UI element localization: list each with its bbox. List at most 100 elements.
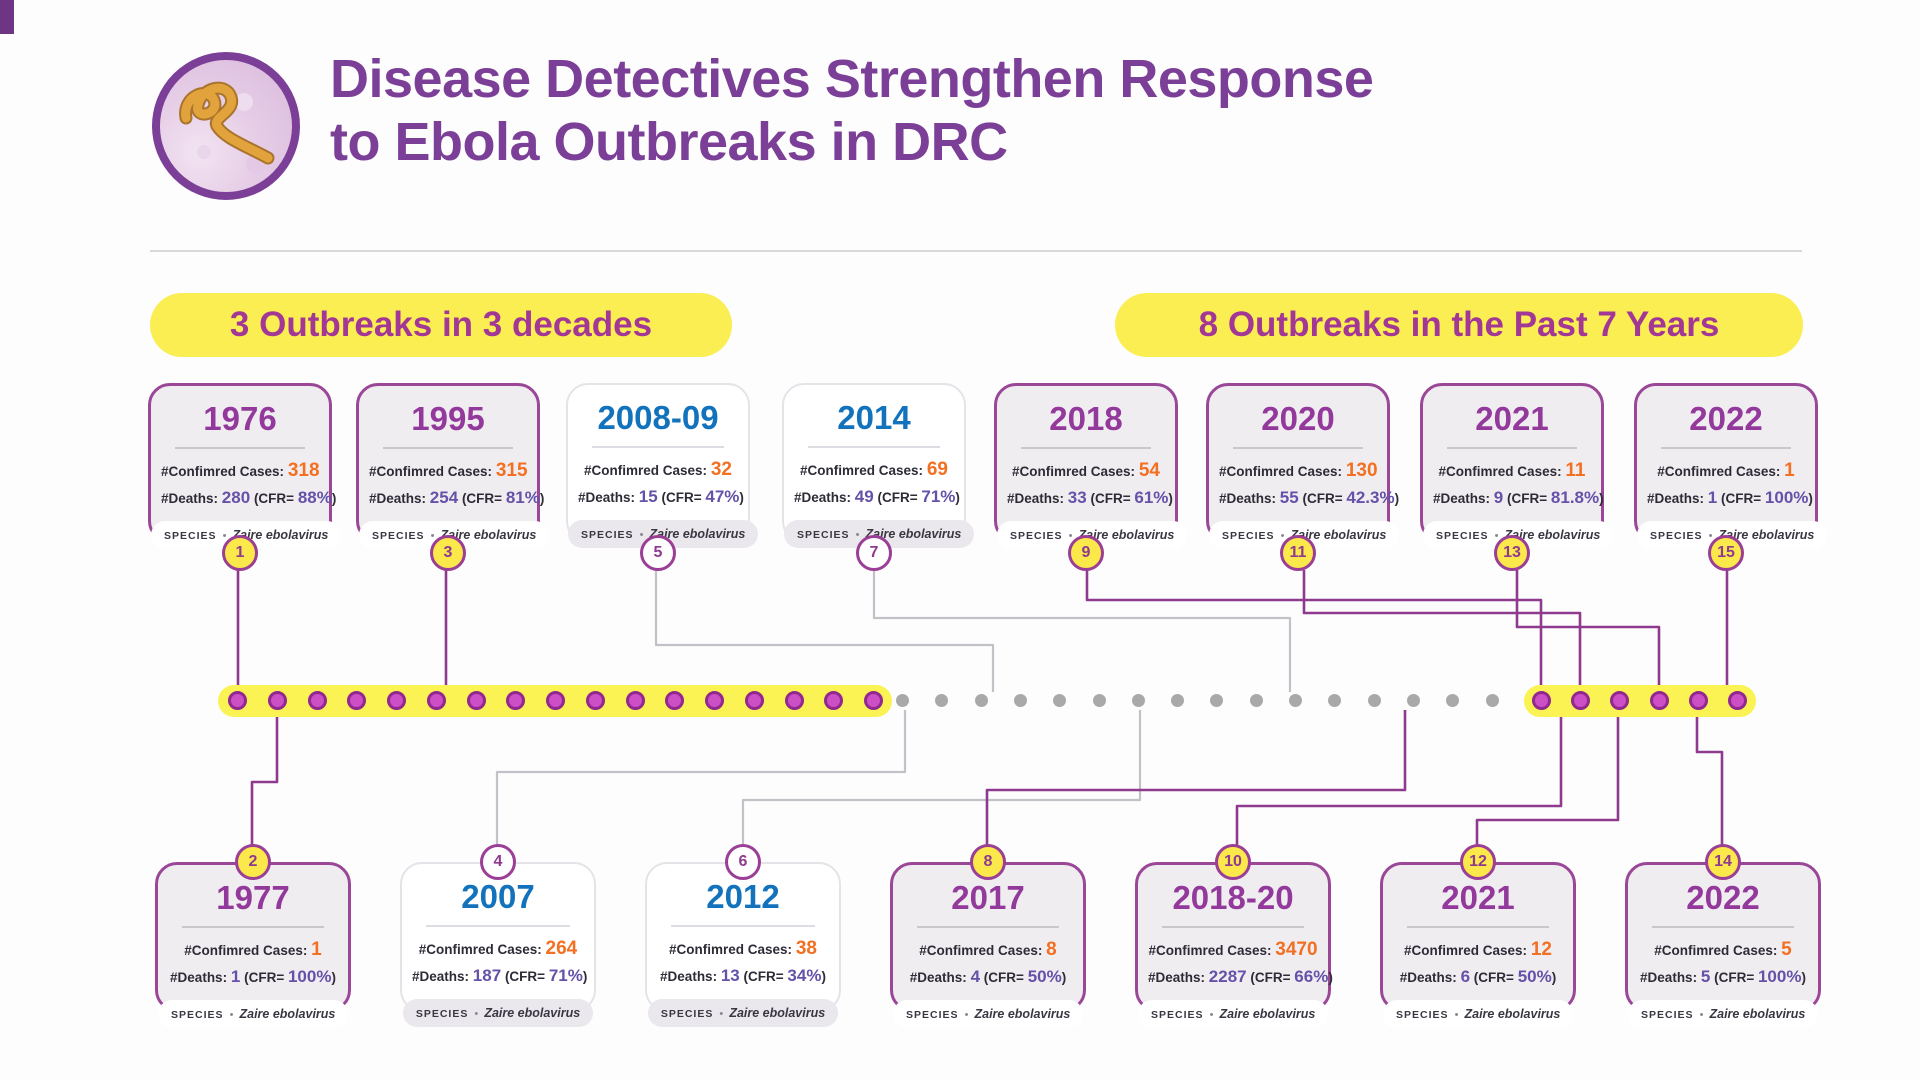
timeline-dot-purple — [228, 691, 247, 710]
card-divider — [671, 925, 815, 927]
species-chip: SPECIES • Zaire ebolavirus — [997, 520, 1188, 549]
species-chip: SPECIES • Zaire ebolavirus — [647, 998, 839, 1027]
outbreak-year: 2017 — [951, 879, 1025, 916]
timeline-dot-purple — [1610, 691, 1630, 710]
outbreak-card-7: 2014 #Confimred Cases: 69 #Deaths: 49 (CFR… — [782, 383, 975, 548]
outbreak-card-11: 2020#Confimred Cases: 130#Deaths: 55 (CF… — [1206, 383, 1400, 549]
outbreak-card-3: 1995#Confimred Cases: 315#Deaths: 254 (C… — [356, 383, 550, 549]
timeline-dot-purple — [1571, 691, 1591, 710]
timeline-marker-8: 8 — [970, 844, 1006, 880]
timeline-marker-7: 7 — [856, 535, 892, 571]
timeline-dot-purple — [744, 691, 764, 710]
timeline-dot-purple — [1532, 691, 1551, 710]
outbreak-stats: #Confimred Cases: 8#Deaths: 4 (CFR= 50%) — [893, 935, 1083, 991]
card-divider — [1661, 447, 1791, 449]
page-title: Disease Detectives Strengthen Response t… — [330, 48, 1374, 173]
deaths-line: #Deaths: 49 (CFR= 71%) — [794, 487, 960, 507]
outbreak-card-4: 2007 #Confimred Cases: 264#Deaths: 187 (C… — [400, 862, 596, 1027]
timeline-dot-purple — [625, 691, 645, 710]
deaths-line: #Deaths: 33 (CFR= 61%) — [1007, 488, 1173, 508]
timeline-dot-gray — [1249, 694, 1263, 707]
outbreak-stats: #Confimred Cases: 1#Deaths: 1 (CFR= 100%… — [158, 935, 348, 991]
deaths-line: #Deaths: 5 (CFR= 100%) — [1640, 967, 1806, 987]
confirmed-cases-line: #Confimred Cases: 38 — [669, 938, 817, 959]
connector-11 — [1302, 570, 1582, 692]
timeline-marker-15: 15 — [1708, 535, 1744, 571]
card-divider — [1407, 926, 1549, 928]
outbreak-year: 2022 — [1686, 879, 1760, 916]
timeline-dot-purple — [585, 691, 605, 710]
timeline-marker-5: 5 — [640, 535, 676, 571]
timeline-dot-purple — [347, 691, 367, 710]
outbreak-card-12: 2021#Confimred Cases: 12#Deaths: 6 (CFR=… — [1380, 862, 1576, 1028]
species-chip: SPECIES • Zaire ebolavirus — [1383, 999, 1574, 1028]
deaths-line: #Deaths: 1 (CFR= 100%) — [170, 967, 336, 987]
outbreak-stats: #Confimred Cases: 5#Deaths: 5 (CFR= 100%… — [1628, 935, 1818, 991]
connector-10 — [1235, 710, 1563, 847]
timeline-dot-gray — [1053, 694, 1067, 707]
timeline-marker-14: 14 — [1705, 844, 1741, 880]
timeline-dot-gray — [1171, 694, 1185, 707]
outbreak-year: 2022 — [1689, 400, 1763, 437]
timeline-marker-1: 1 — [222, 535, 258, 571]
timeline-dot-purple — [307, 691, 327, 710]
card-divider — [1233, 447, 1363, 449]
title-line-1: Disease Detectives Strengthen Response — [330, 49, 1374, 109]
confirmed-cases-line: #Confimred Cases: 69 — [800, 459, 948, 480]
connector-13 — [1515, 570, 1661, 692]
connector-12 — [1475, 710, 1620, 847]
timeline-marker-11: 11 — [1280, 535, 1316, 571]
timeline-dot-purple — [1688, 691, 1708, 710]
card-divider — [1162, 926, 1304, 928]
deaths-line: #Deaths: 6 (CFR= 50%) — [1399, 967, 1557, 987]
timeline-dot-gray — [974, 694, 988, 707]
deaths-line: #Deaths: 15 (CFR= 47%) — [578, 487, 744, 507]
deaths-line: #Deaths: 55 (CFR= 42.3%) — [1219, 488, 1400, 508]
badge-3-outbreaks: 3 Outbreaks in 3 decades — [150, 293, 732, 357]
confirmed-cases-line: #Confimred Cases: 315 — [369, 460, 528, 481]
connector-8 — [985, 710, 1407, 847]
ebola-virus-filament-icon — [179, 81, 275, 174]
outbreak-card-10: 2018-20 #Confimred Cases: 3470#Deaths: 22… — [1135, 862, 1333, 1028]
timeline-dot-gray — [1328, 694, 1342, 707]
badge-8-outbreaks: 8 Outbreaks in the Past 7 Years — [1115, 293, 1803, 357]
connector-7 — [872, 570, 1292, 692]
outbreak-year: 2007 — [461, 878, 535, 915]
timeline-dot-purple — [267, 691, 287, 710]
confirmed-cases-line: #Confimred Cases: 11 — [1438, 460, 1586, 481]
outbreak-year: 2018 — [1049, 400, 1123, 437]
species-chip: SPECIES • Zaire ebolavirus — [893, 999, 1084, 1028]
corner-accent — [0, 0, 14, 34]
confirmed-cases-line: #Confimred Cases: 54 — [1012, 460, 1160, 481]
card-divider — [426, 925, 570, 927]
outbreak-stats: #Confimred Cases: 264#Deaths: 187 (CFR= … — [402, 934, 594, 990]
timeline-dot-purple — [466, 691, 486, 710]
outbreak-card-8: 2017 #Confimred Cases: 8#Deaths: 4 (CFR= … — [890, 862, 1086, 1028]
timeline-marker-6: 6 — [725, 844, 761, 880]
outbreak-stats: #Confimred Cases: 3470#Deaths: 2287 (CFR… — [1138, 935, 1333, 991]
card-divider — [1652, 926, 1794, 928]
timeline-dot-purple — [784, 691, 804, 710]
timeline-band-right — [1524, 685, 1756, 717]
timeline-dot-gray — [1131, 694, 1145, 707]
timeline-dot-gray — [896, 694, 909, 707]
outbreak-year: 2018-20 — [1172, 879, 1294, 916]
deaths-line: #Deaths: 4 (CFR= 50%) — [909, 967, 1067, 987]
confirmed-cases-line: #Confimred Cases: 130 — [1219, 460, 1378, 481]
species-chip: SPECIES • Zaire ebolavirus — [158, 999, 349, 1028]
species-chip: SPECIES • Zaire ebolavirus — [784, 519, 975, 548]
outbreak-stats: #Confimred Cases: 54 #Deaths: 33 (CFR= 61… — [997, 456, 1175, 512]
timeline-marker-9: 9 — [1068, 535, 1104, 571]
card-divider — [175, 447, 305, 449]
confirmed-cases-line: #Confimred Cases: 318 — [161, 460, 320, 481]
species-chip: SPECIES • Zaire ebolavirus — [1138, 999, 1329, 1028]
outbreak-stats: #Confimred Cases: 11#Deaths: 9 (CFR= 81.… — [1423, 456, 1604, 512]
timeline-dot-purple — [506, 691, 526, 710]
title-line-2: to Ebola Outbreaks in DRC — [330, 111, 1008, 172]
outbreak-year: 2014 — [837, 399, 911, 436]
deaths-line: #Deaths: 254 (CFR= 81%) — [369, 488, 545, 508]
timeline-marker-10: 10 — [1215, 844, 1251, 880]
card-divider — [1021, 447, 1151, 449]
outbreak-card-2: 1977#Confimred Cases: 1#Deaths: 1 (CFR= … — [155, 862, 351, 1028]
